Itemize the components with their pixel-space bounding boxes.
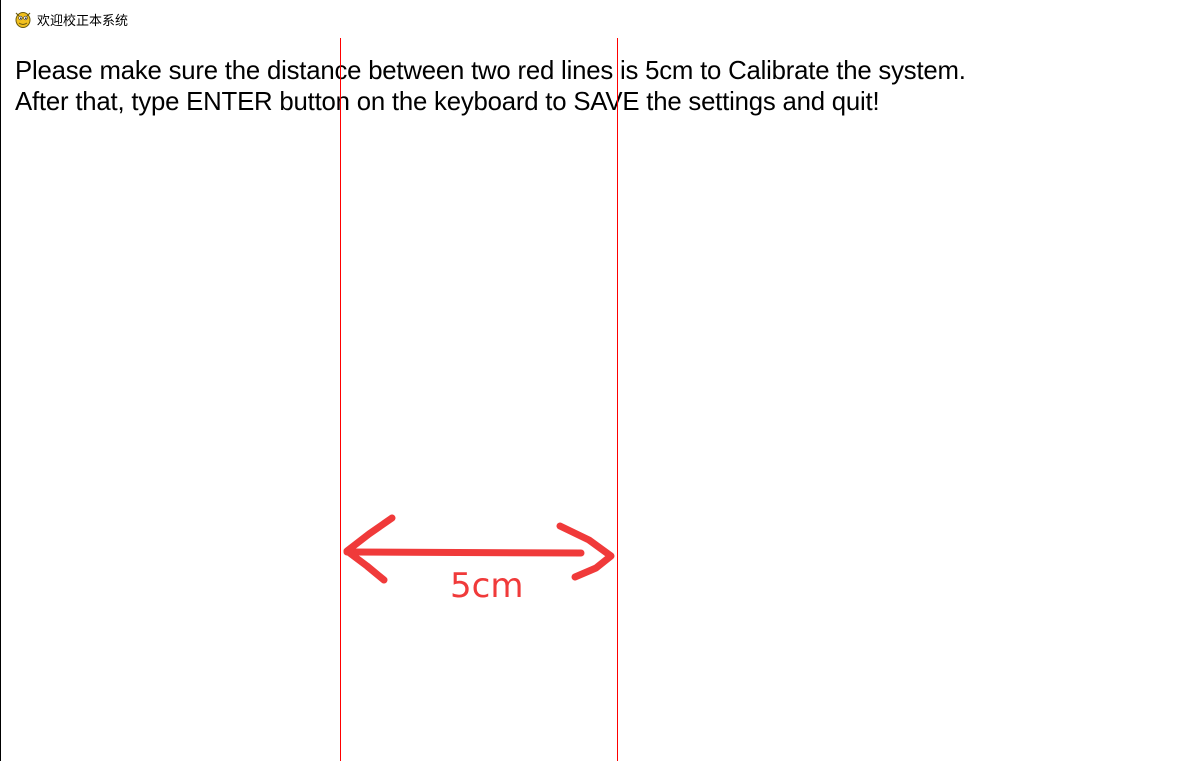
window-title: 欢迎校正本系统	[37, 14, 129, 29]
left-red-line	[340, 38, 341, 761]
instruction-line-1: Please make sure the distance between tw…	[15, 55, 966, 85]
title-bar: 欢迎校正本系统	[1, 0, 1193, 36]
right-red-line	[617, 38, 618, 761]
instructions: Please make sure the distance between tw…	[15, 55, 966, 117]
distance-label: 5cm	[450, 566, 524, 606]
pygame-snake-icon	[13, 9, 33, 29]
instruction-line-2: After that, type ENTER button on the key…	[15, 86, 880, 116]
